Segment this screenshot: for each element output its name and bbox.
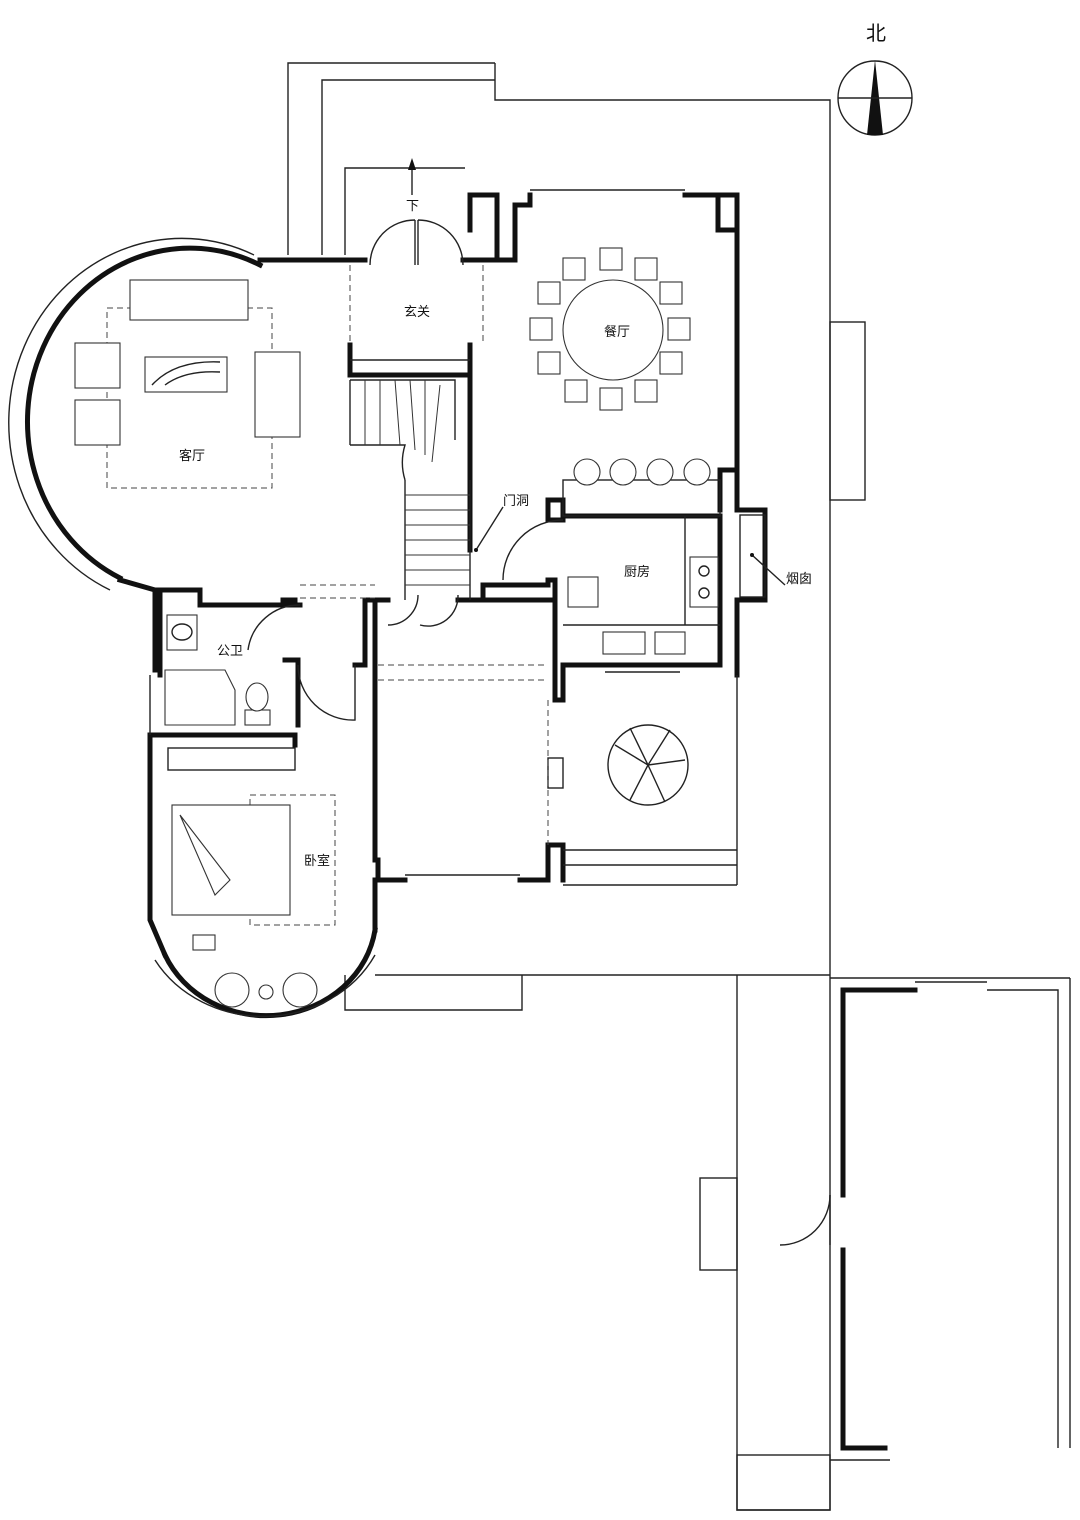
room-label-foyer: 玄关 xyxy=(404,305,430,320)
room-label-bedroom: 卧室 xyxy=(304,853,330,869)
openings xyxy=(300,265,549,845)
annotation-doorway: 门洞 xyxy=(503,494,529,509)
kitchen-fixtures xyxy=(474,458,786,655)
site-outline xyxy=(287,62,1071,1511)
living-room-furniture xyxy=(74,279,301,489)
plant-icon xyxy=(607,724,689,806)
walls xyxy=(7,189,768,1019)
dining-table xyxy=(529,247,691,411)
room-label-bathroom: 公卫 xyxy=(217,644,243,659)
room-label-kitchen: 厨房 xyxy=(624,564,650,580)
room-label-dining: 餐厅 xyxy=(604,324,630,340)
stairs-down-label: 下 xyxy=(406,199,419,214)
annotation-chimney: 烟囱 xyxy=(786,572,812,587)
north-arrow-icon xyxy=(837,60,913,136)
doors xyxy=(247,219,564,721)
room-label-living: 客厅 xyxy=(179,448,205,464)
bathroom-fixtures xyxy=(164,614,271,726)
bedroom-furniture xyxy=(167,747,336,1008)
north-label: 北 xyxy=(866,21,886,45)
staircase xyxy=(349,158,471,600)
